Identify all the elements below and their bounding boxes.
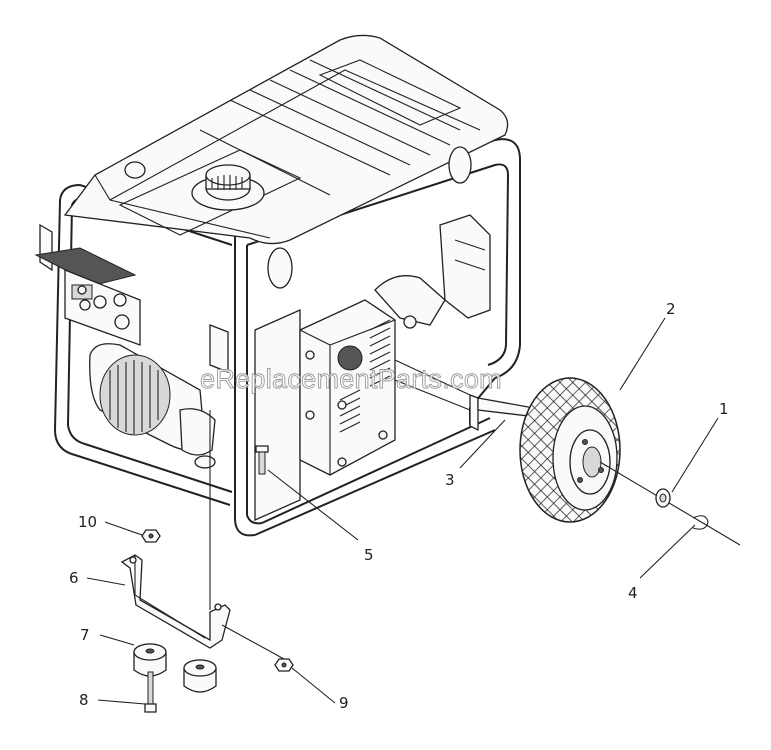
fuel-cap (191, 164, 265, 211)
engine (254, 214, 491, 522)
fuel-tank (63, 34, 509, 289)
control-panel (34, 223, 229, 373)
alternator (89, 343, 216, 469)
callout-3: 3 (445, 471, 455, 489)
callout-9: 9 (339, 694, 349, 712)
bolt-5 (209, 410, 269, 610)
bolt-8 (144, 671, 157, 713)
callout-6: 6 (69, 569, 79, 587)
retaining-clip (692, 515, 709, 530)
washer (599, 461, 741, 546)
rubber-foot-left (133, 643, 167, 677)
nut-9 (221, 624, 294, 672)
rubber-foot-right (183, 659, 217, 693)
callout-2: 2 (666, 300, 676, 318)
callout-5: 5 (364, 546, 374, 564)
callout-7: 7 (80, 626, 90, 644)
wheel (519, 377, 621, 523)
callout-1: 1 (719, 400, 729, 418)
watermark: eReplacementParts.com (200, 364, 502, 394)
mount-bracket (120, 554, 231, 649)
leader-lines (86, 317, 719, 705)
nut-10 (141, 529, 161, 543)
callouts: 2 1 3 4 5 6 7 8 9 10 (69, 300, 729, 712)
callout-8: 8 (79, 691, 89, 709)
callout-10: 10 (78, 513, 97, 531)
callout-4: 4 (628, 584, 638, 602)
